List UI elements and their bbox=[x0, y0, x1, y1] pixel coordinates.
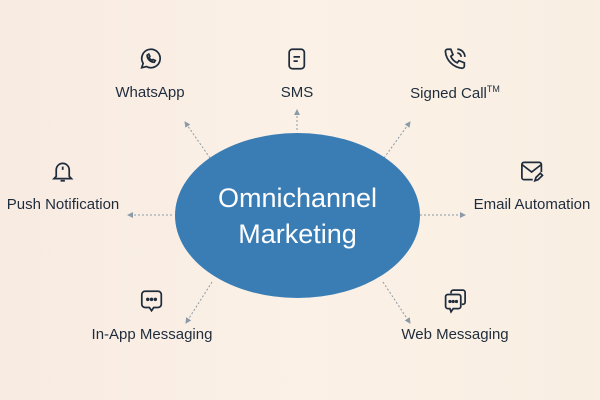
channel-web-messaging: Web Messaging bbox=[401, 288, 509, 343]
channel-label: Push Notification bbox=[6, 196, 120, 213]
channel-whatsapp: WhatsApp bbox=[115, 46, 185, 101]
channel-push-notification: Push Notification bbox=[6, 158, 120, 213]
arrow-signed-call bbox=[383, 121, 411, 159]
chat-bubble-icon bbox=[141, 290, 163, 313]
hub-title-line1: Omnichannel bbox=[217, 182, 378, 213]
sms-icon bbox=[288, 48, 306, 70]
email-edit-icon bbox=[521, 161, 545, 183]
channel-label: Web Messaging bbox=[401, 326, 509, 343]
trademark: TM bbox=[486, 84, 500, 94]
channel-label: SMS bbox=[280, 84, 314, 101]
arrow-whatsapp bbox=[184, 121, 211, 159]
channel-signed-call: Signed CallTM bbox=[410, 46, 500, 102]
channel-in-app-messaging: In-App Messaging bbox=[91, 288, 213, 343]
channel-email-automation: Email Automation bbox=[473, 158, 591, 213]
channel-label: Email Automation bbox=[473, 196, 591, 213]
whatsapp-icon bbox=[140, 48, 161, 69]
channel-sms: SMS bbox=[280, 46, 314, 101]
label-text: Signed Call bbox=[410, 85, 487, 102]
omnichannel-hub: Omnichannel Marketing bbox=[175, 133, 420, 298]
phone-call-icon bbox=[444, 48, 466, 70]
arrow-in-app bbox=[185, 281, 213, 324]
arrow-web bbox=[382, 281, 411, 324]
channel-label: In-App Messaging bbox=[91, 326, 213, 343]
chat-bubbles-icon bbox=[444, 289, 466, 314]
channel-label: Signed CallTM bbox=[410, 84, 500, 102]
channel-label: WhatsApp bbox=[115, 84, 185, 101]
bell-icon bbox=[52, 162, 74, 182]
hub-title-line2: Marketing bbox=[238, 218, 357, 249]
